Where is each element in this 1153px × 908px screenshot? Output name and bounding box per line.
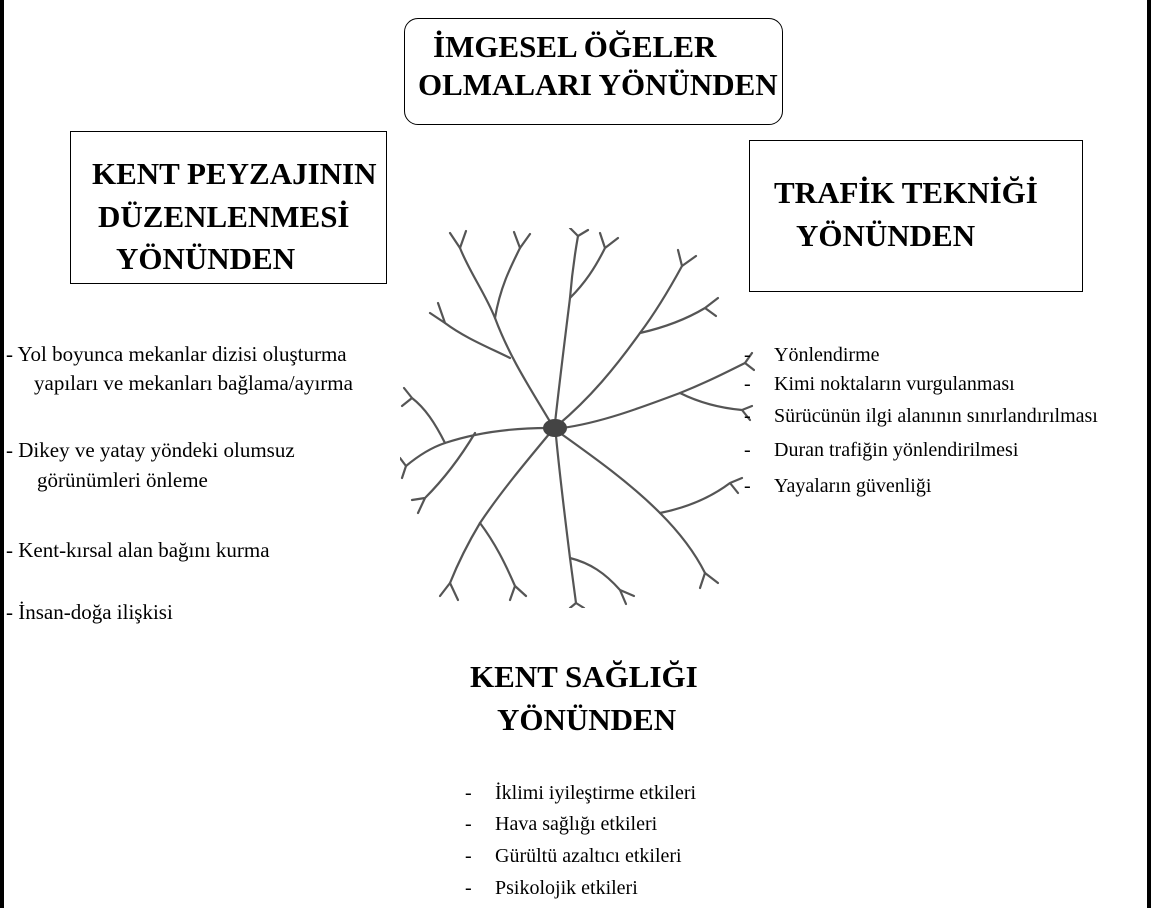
list-item-text: Yönlendirme [774,344,880,366]
list-item-text: Duran trafiğin yönlendirilmesi [774,439,1018,461]
left-list-item-2-cont: görünümleri önleme [37,466,208,495]
imgesel-ogeler-heading-2: OLMALARI YÖNÜNDEN [418,66,778,104]
heading-line: İMGESEL ÖĞELER [433,28,716,66]
bullet-dash: - [744,370,774,399]
kent-sagligi-list-item: -Hava sağlığı etkileri [465,810,657,839]
heading-line: OLMALARI YÖNÜNDEN [418,66,778,104]
trafik-teknigi-heading-2: YÖNÜNDEN [796,217,975,255]
heading-line: TRAFİK TEKNİĞİ [774,174,1038,212]
list-item-text: İklimi iyileştirme etkileri [495,782,696,804]
imgesel-ogeler-heading: İMGESEL ÖĞELER [433,28,716,66]
kent-peyzaji-heading-3: YÖNÜNDEN [116,240,295,278]
bullet-dash: - [744,402,774,431]
left-list-item-1-cont: yapıları ve mekanları bağlama/ayırma [34,369,353,398]
kent-sagligi-list-item: -Gürültü azaltıcı etkileri [465,842,682,871]
list-item-text: Yayaların güvenliği [774,475,931,497]
left-list-item-3: - Kent-kırsal alan bağını kurma [6,536,270,565]
heading-line: KENT PEYZAJININ [92,155,377,193]
bullet-dash: - [465,874,495,903]
left-list-item-1: - Yol boyunca mekanlar dizisi oluşturma [6,340,347,369]
kent-peyzaji-heading-2: DÜZENLENMESİ [98,198,350,236]
right-border-line [1147,0,1151,908]
trafik-teknigi-box [749,140,1083,292]
bullet-dash: - [465,842,495,871]
list-item-text: Gürültü azaltıcı etkileri [495,845,682,867]
bullet-dash: - [744,472,774,501]
bullet-dash: - [744,436,774,465]
left-list-item-2: - Dikey ve yatay yöndeki olumsuz [6,436,295,465]
kent-sagligi-list-item: -İklimi iyileştirme etkileri [465,779,696,808]
list-item-text: Hava sağlığı etkileri [495,813,657,835]
heading-line: YÖNÜNDEN [497,701,676,739]
list-item-text: Psikolojik etkileri [495,877,638,899]
heading-line: YÖNÜNDEN [116,240,295,278]
heading-line: YÖNÜNDEN [796,217,975,255]
kent-sagligi-heading-2: YÖNÜNDEN [497,701,676,739]
bullet-dash: - [465,810,495,839]
kent-sagligi-heading: KENT SAĞLIĞI [470,658,698,696]
list-item-text: Sürücünün ilgi alanının sınırlandırılmas… [774,405,1098,427]
trafik-list-item: -Yayaların güvenliği [744,472,931,501]
trafik-list-item: -Sürücünün ilgi alanının sınırlandırılma… [744,402,1098,431]
kent-peyzaji-heading: KENT PEYZAJININ [92,155,377,193]
left-list-item-4: - İnsan-doğa ilişkisi [6,598,173,627]
bullet-dash: - [465,779,495,808]
heading-line: KENT SAĞLIĞI [470,658,698,696]
list-item-text: Kimi noktaların vurgulanması [774,373,1015,395]
kent-sagligi-list-item: -Psikolojik etkileri [465,874,638,903]
bullet-dash: - [744,341,774,370]
neuron-tree-illustration [400,228,755,608]
trafik-list-item: -Yönlendirme [744,341,880,370]
heading-line: DÜZENLENMESİ [98,198,350,236]
trafik-list-item: -Duran trafiğin yönlendirilmesi [744,436,1018,465]
trafik-list-item: -Kimi noktaların vurgulanması [744,370,1015,399]
left-border-line [0,0,4,908]
trafik-teknigi-heading: TRAFİK TEKNİĞİ [774,174,1038,212]
